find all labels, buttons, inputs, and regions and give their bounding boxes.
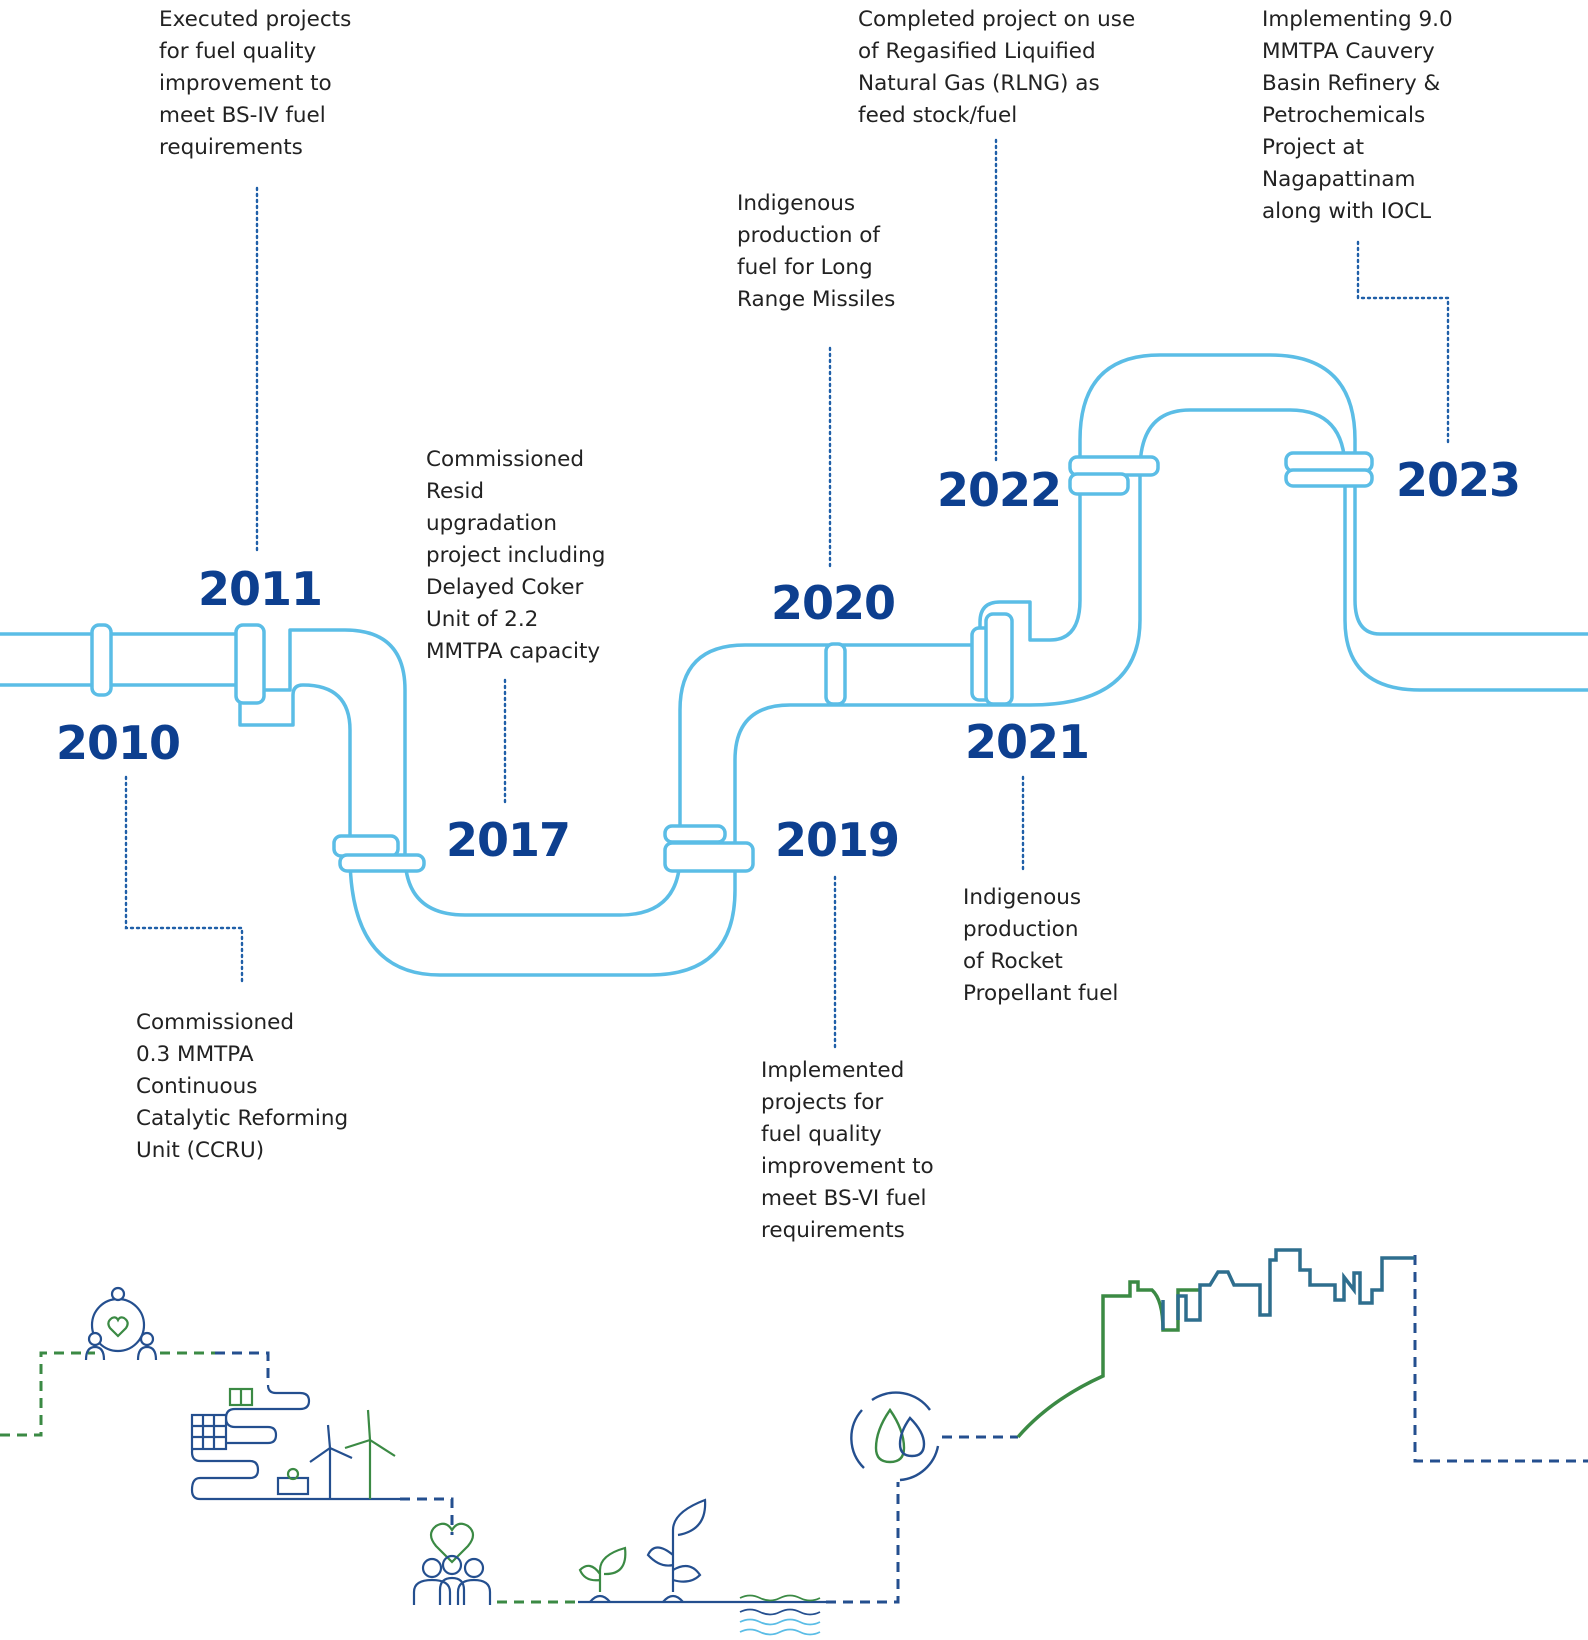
milestone-2010-text: Commissioned 0.3 MMTPA Continuous Cataly…	[136, 1010, 349, 1163]
year-2011: 2011	[198, 562, 323, 616]
milestone-2021-text: Indigenous production of Rocket Propella…	[963, 885, 1119, 1006]
dash-path-end	[1413, 1255, 1588, 1463]
renewable-energy-icon	[190, 1384, 400, 1501]
coupling-2023b	[1284, 468, 1374, 488]
milestone-2019-text: Implemented projects for fuel quality im…	[761, 1058, 934, 1243]
dash-path-left	[0, 1351, 95, 1437]
coupling-2019b	[663, 841, 755, 873]
milestone-2023-text: Implementing 9.0 MMTPA Cauvery Basin Ref…	[1262, 7, 1453, 224]
milestone-2011-text: Executed projects for fuel quality impro…	[159, 7, 352, 160]
coupling-2011	[234, 623, 266, 705]
water-waves-icon	[739, 1594, 821, 1636]
connector-2023	[1356, 240, 1450, 447]
coupling-2017b	[338, 853, 426, 873]
connector-2010	[124, 775, 244, 987]
coupling-2017a	[332, 834, 400, 858]
year-2022: 2022	[937, 463, 1062, 517]
year-2019: 2019	[775, 813, 900, 867]
dash-path-mid	[400, 1497, 454, 1535]
milestone-2017-text: Commissioned Resid upgradation project i…	[426, 447, 606, 664]
coupling-2010	[90, 623, 113, 697]
milestone-2022-text: Completed project on use of Regasified L…	[858, 7, 1136, 128]
sapling-icon	[578, 1498, 826, 1604]
pipe-left-outer-top	[0, 353, 1588, 917]
coupling-2019a	[663, 824, 727, 844]
coupling-2020	[824, 642, 847, 706]
dash-path-bottom2	[826, 1482, 900, 1604]
year-2023: 2023	[1396, 453, 1521, 507]
dash-path-top-blue	[215, 1351, 270, 1385]
year-2021: 2021	[965, 715, 1090, 769]
community-care-icon	[84, 1286, 158, 1361]
milestone-2020-text: Indigenous production of fuel for Long R…	[737, 191, 896, 312]
city-skyline-icon	[1016, 1248, 1415, 1439]
coupling-2022b	[1068, 472, 1130, 496]
coupling-2021b	[984, 612, 1014, 706]
year-2017: 2017	[446, 813, 571, 867]
pipe-left-outer-bottom	[0, 408, 1588, 977]
year-2020: 2020	[771, 576, 896, 630]
water-cycle-icon	[850, 1391, 940, 1482]
year-2010: 2010	[56, 716, 181, 770]
people-heart-icon	[412, 1522, 492, 1605]
